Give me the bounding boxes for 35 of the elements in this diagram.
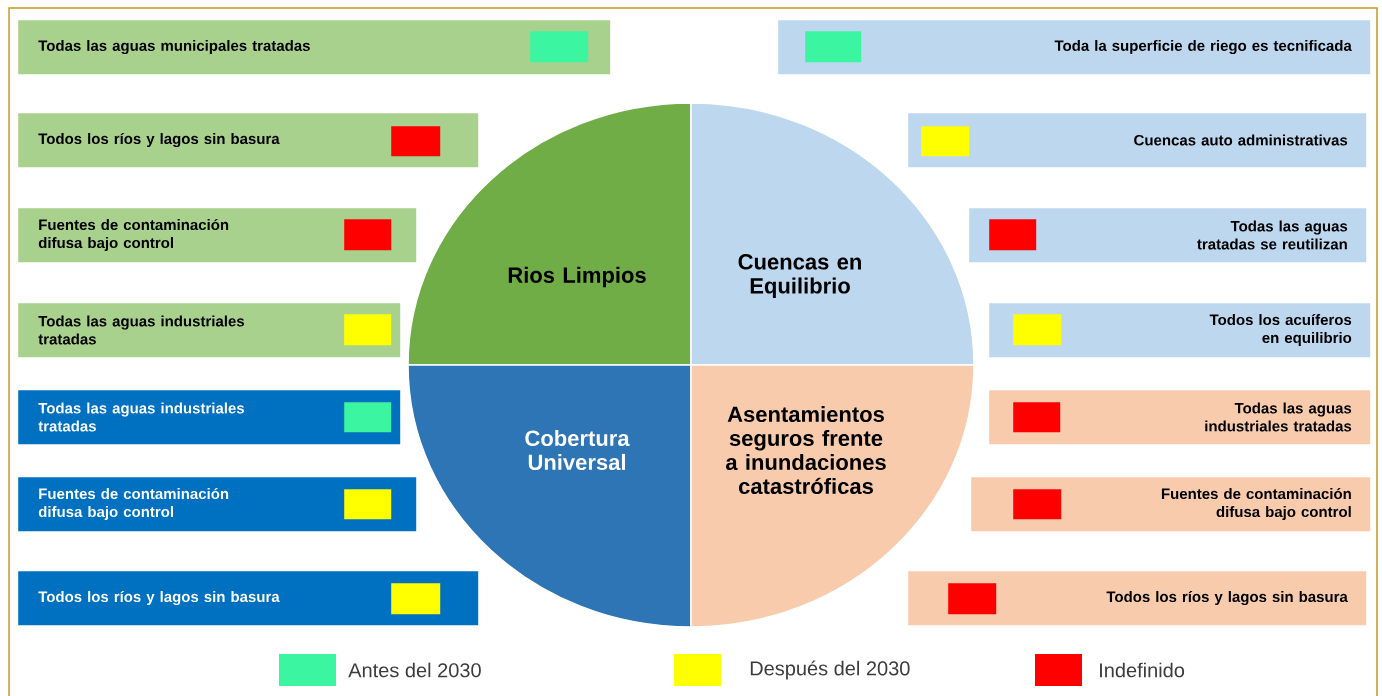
status-swatch — [805, 31, 862, 63]
status-swatch — [344, 489, 392, 520]
status-swatch — [344, 314, 392, 346]
goal-bar: Fuentes de contaminación difusa bajo control — [18, 208, 417, 263]
quadrant: Cobertura Universal — [407, 364, 692, 628]
goal-bar: Todos los acuíferos en equilibrio — [989, 303, 1371, 358]
goal-bar: Fuentes de contaminación difusa bajo control — [18, 477, 417, 532]
goal-bar: Todas las aguas industriales tratadas — [18, 303, 401, 358]
goal-bar: Todas las aguas industriales tratadas — [18, 390, 401, 445]
status-swatch — [391, 583, 441, 615]
status-swatch — [1013, 314, 1062, 346]
status-swatch — [989, 219, 1037, 251]
goal-bar: Todas las aguas municipales tratadas — [18, 20, 611, 75]
status-swatch — [1013, 489, 1062, 520]
goal-bar: Toda la superficie de riego es tecnificada — [778, 20, 1371, 75]
status-swatch — [1013, 402, 1061, 433]
legend-label: Antes del 2030 — [348, 662, 481, 678]
status-swatch — [344, 402, 392, 433]
legend-label: Indefinido — [1100, 662, 1185, 678]
quadrant: Rios Limpios — [407, 102, 692, 366]
status-swatch — [530, 31, 589, 63]
goal-bar: Todos los ríos y lagos sin basura — [18, 113, 479, 168]
status-swatch — [948, 583, 997, 615]
legend-label: Después del 2030 — [750, 660, 910, 680]
status-swatch — [921, 126, 970, 157]
quadrant: Asentamientos seguros frente a inundaciones catastróficas — [690, 364, 975, 628]
status-swatch — [391, 126, 441, 157]
goal-bar: Fuentes de contaminación difusa bajo control — [971, 477, 1371, 532]
goal-bar: Cuencas auto administrativas — [908, 113, 1367, 168]
status-swatch — [344, 219, 392, 251]
quadrant: Cuencas en Equilibrio — [690, 102, 975, 366]
goal-bar: Todas las aguas tratadas se reutilizan — [969, 208, 1367, 263]
goal-bar: Todas las aguas industriales tratadas — [989, 390, 1371, 445]
goal-bar: Todos los ríos y lagos sin basura — [908, 571, 1367, 626]
goal-bar: Todos los ríos y lagos sin basura — [18, 571, 479, 626]
